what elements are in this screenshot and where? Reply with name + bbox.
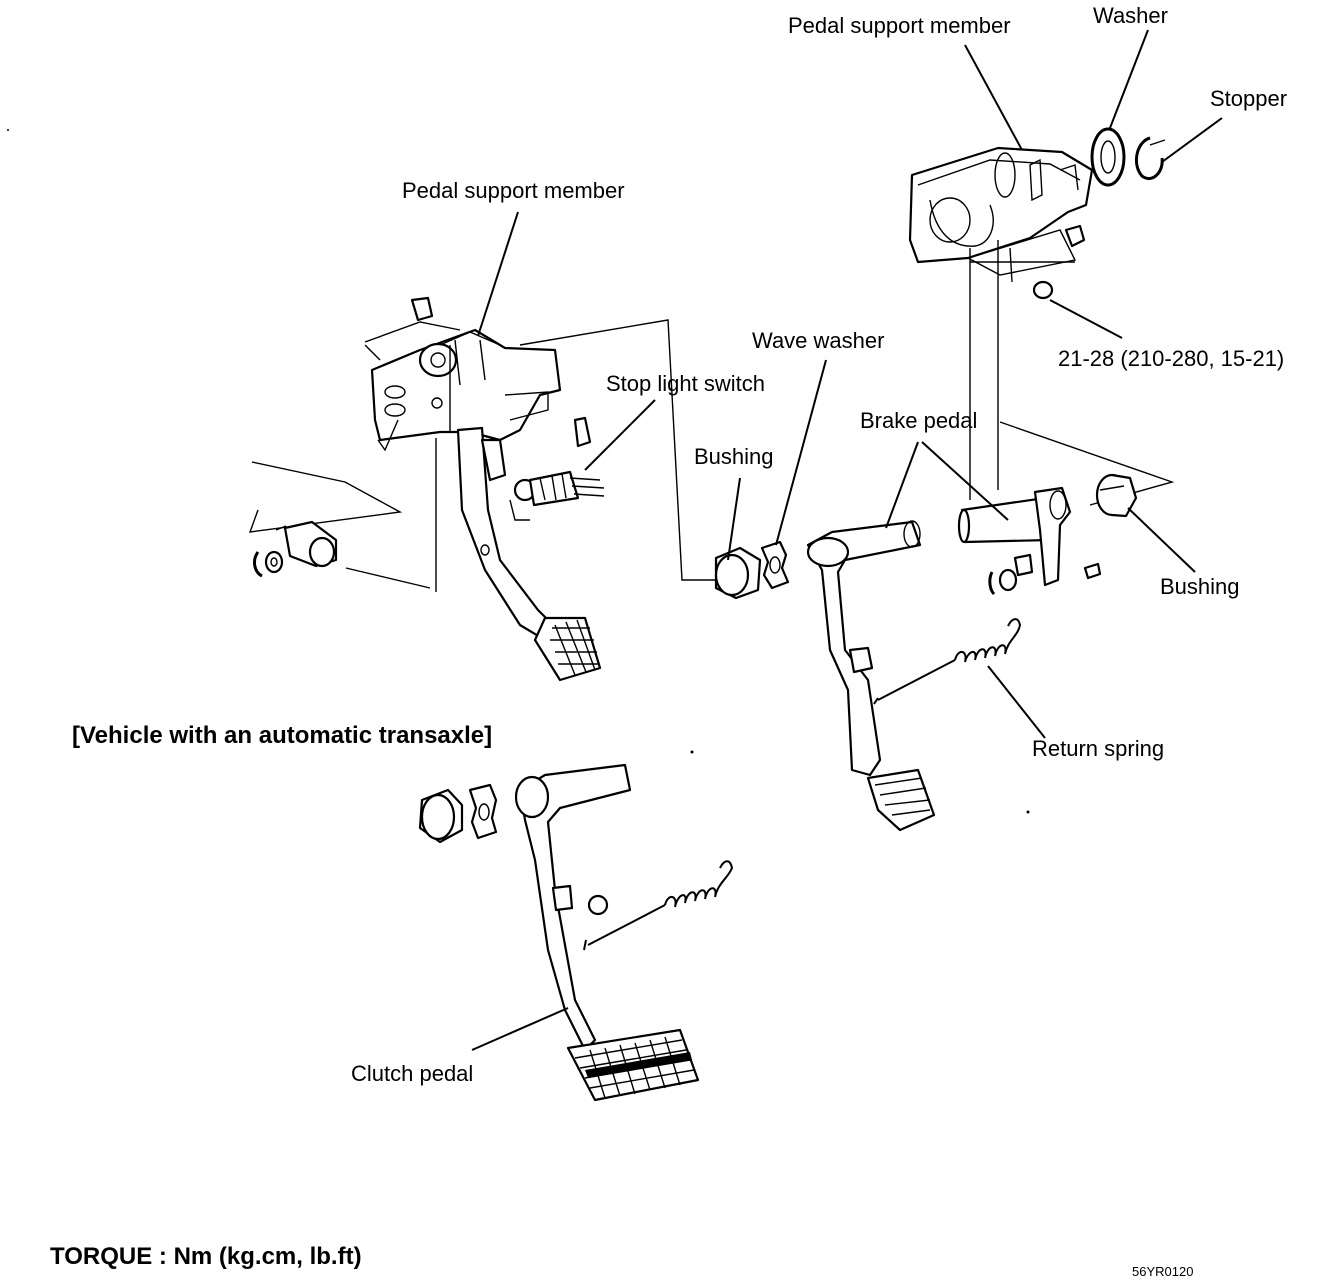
label-stop-light-switch: Stop light switch xyxy=(606,371,765,396)
washer-ring xyxy=(1090,127,1126,187)
label-return-spring: Return spring xyxy=(1032,736,1165,761)
label-clutch-pedal: Clutch pedal xyxy=(351,1061,474,1086)
label-wave-washer: Wave washer xyxy=(752,328,885,353)
pedal-arm-left xyxy=(456,426,602,682)
brake-pedal-part xyxy=(806,520,936,832)
label-torque-units: TORQUE : Nm (kg.cm, lb.ft) xyxy=(50,1243,362,1270)
clutch-pedal-part xyxy=(514,763,700,1102)
label-figure-code: 56YR0120 xyxy=(1132,1264,1194,1279)
label-vehicle-note: [Vehicle with an automatic transaxle] xyxy=(72,722,493,749)
brake-shaft-part xyxy=(957,486,1072,587)
stop-light-switch-part xyxy=(509,416,605,521)
bushing-left xyxy=(253,520,338,578)
label-brake-pedal: Brake pedal xyxy=(860,408,978,433)
label-bushing-right: Bushing xyxy=(1160,574,1240,599)
label-pedal-support-left: Pedal support member xyxy=(402,178,625,203)
label-washer: Washer xyxy=(1093,3,1168,28)
label-bushing-center: Bushing xyxy=(694,444,774,469)
bushing-right-part xyxy=(1095,473,1138,518)
label-stopper: Stopper xyxy=(1210,86,1288,111)
clutch-bushing-part xyxy=(418,783,498,844)
nut-left-top xyxy=(364,296,461,343)
pedal-support-member-left xyxy=(370,328,562,452)
wave-washer-part xyxy=(760,540,790,590)
stopper-clip xyxy=(1134,136,1166,181)
label-torque-spec: 21-28 (210-280, 15-21) xyxy=(1058,346,1285,371)
label-pedal-support-top: Pedal support member xyxy=(788,13,1011,38)
bolt-top xyxy=(1032,224,1086,300)
clutch-spring-part xyxy=(583,860,734,951)
bushing-center-part xyxy=(714,546,762,600)
pedal-support-member-top xyxy=(908,146,1094,283)
return-spring-part xyxy=(873,618,1022,705)
clip-pin xyxy=(988,553,1102,596)
